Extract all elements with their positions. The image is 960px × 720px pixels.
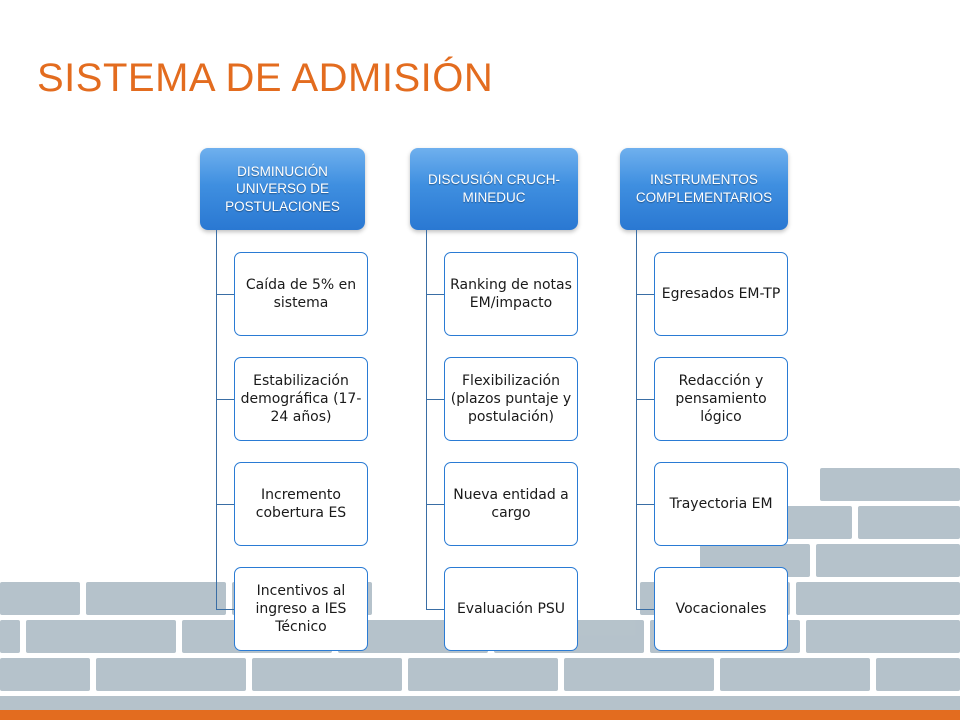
- node-ranking-notas: Ranking de notas EM/impacto: [444, 252, 578, 336]
- connector-branch: [216, 609, 234, 610]
- connector-trunk-2: [426, 230, 427, 609]
- bottom-accent-bar: [0, 710, 960, 720]
- connector-branch: [216, 504, 234, 505]
- node-incremento-cobertura: Incremento cobertura ES: [234, 462, 368, 546]
- node-evaluacion-psu: Evaluación PSU: [444, 567, 578, 651]
- connector-branch: [426, 294, 444, 295]
- connector-branch: [216, 294, 234, 295]
- connector-trunk-1: [216, 230, 217, 609]
- node-vocacionales: Vocacionales: [654, 567, 788, 651]
- column-header-disminucion: DISMINUCIÓN UNIVERSO DE POSTULACIONES: [200, 148, 365, 230]
- node-redaccion-pensamiento: Redacción y pensamiento lógico: [654, 357, 788, 441]
- node-caida-sistema: Caída de 5% en sistema: [234, 252, 368, 336]
- page-title: SISTEMA DE ADMISIÓN: [37, 56, 494, 100]
- connector-branch: [216, 399, 234, 400]
- node-egresados-emtp: Egresados EM-TP: [654, 252, 788, 336]
- node-nueva-entidad: Nueva entidad a cargo: [444, 462, 578, 546]
- column-header-discusion: DISCUSIÓN CRUCH-MINEDUC: [410, 148, 578, 230]
- connector-trunk-3: [636, 230, 637, 609]
- connector-branch: [636, 399, 654, 400]
- connector-branch: [426, 504, 444, 505]
- connector-branch: [636, 504, 654, 505]
- connector-branch: [636, 609, 654, 610]
- node-trayectoria-em: Trayectoria EM: [654, 462, 788, 546]
- node-flexibilizacion: Flexibilización (plazos puntaje y postul…: [444, 357, 578, 441]
- connector-branch: [426, 399, 444, 400]
- node-incentivos-ingreso: Incentivos al ingreso a IES Técnico: [234, 567, 368, 651]
- column-header-instrumentos: INSTRUMENTOS COMPLEMENTARIOS: [620, 148, 788, 230]
- connector-branch: [636, 294, 654, 295]
- node-estabilizacion-demografica: Estabilización demográfica (17-24 años): [234, 357, 368, 441]
- connector-branch: [426, 609, 444, 610]
